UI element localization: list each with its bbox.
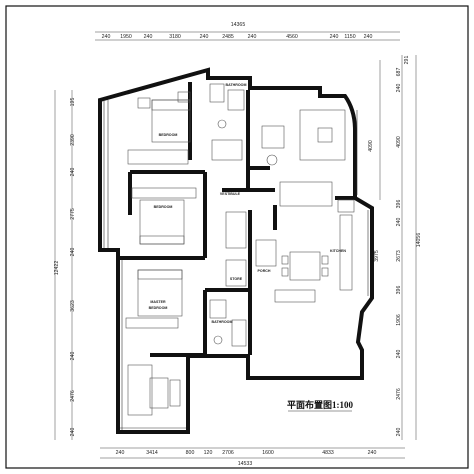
left-dim-8: 2476 [70,390,76,402]
room-label-store: STORE [230,277,243,281]
room-label-bathroom-top: BATHROOM [226,83,247,87]
top-dim-1: 240 [102,34,111,40]
right-dim-8: 396 [396,286,402,295]
right-dim-5: 396 [396,200,402,209]
bottom-dim-2: 3414 [146,450,158,456]
inner-dim-1: 4090 [368,140,374,152]
right-dim-2: 291 [404,56,410,65]
room-label-vestibule: VESTIBULE [220,192,241,196]
bottom-dimensions: 240 3414 800 120 2706 1600 4833 240 1453… [116,450,377,467]
top-dim-2: 1950 [120,34,132,40]
room-label-bathroom-bottom: BATHROOM [212,320,233,324]
furniture [125,83,355,416]
right-dim-6: 240 [396,218,402,227]
left-dim-6: 3623 [70,300,76,312]
inner-dim-2: 3975 [374,250,380,262]
top-dim-11: 240 [364,34,373,40]
room-label-kitchen: KITCHEN [330,249,346,253]
bottom-dim-7: 4833 [322,450,334,456]
left-total-dim: 12422 [54,261,60,276]
plan-caption: 平面布置图1:100 [287,399,353,410]
left-dim-9: 240 [70,428,76,437]
bottom-total-dim: 14533 [238,461,253,467]
top-dim-5: 240 [200,34,209,40]
right-dim-11: 2476 [396,388,402,400]
bottom-dim-8: 240 [368,450,377,456]
bottom-dim-4: 120 [204,450,213,456]
room-labels: BEDROOM BATHROOM VESTIBULE BEDROOM MASTE… [149,83,347,324]
right-dim-12: 240 [396,428,402,437]
dimension-lines [54,31,417,459]
left-dim-2: 2390 [70,134,76,146]
exterior-walls [98,67,374,434]
room-label-bedroom-top: BEDROOM [159,133,178,137]
bottom-dim-3: 800 [186,450,195,456]
bottom-dim-6: 1600 [262,450,274,456]
bottom-dim-1: 240 [116,450,125,456]
left-dimensions: 12422 195 2390 240 2775 240 3623 240 247… [54,98,76,437]
room-label-master-line1: MASTER [150,300,166,304]
room-label-master-line2: BEDROOM [149,306,168,310]
top-dim-9: 240 [330,34,339,40]
right-dim-7: 2673 [396,250,402,262]
interior-walls [118,82,355,357]
left-dim-7: 240 [70,352,76,361]
top-dim-10: 1150 [344,34,355,40]
right-dim-1: 687 [396,68,402,77]
top-dim-4: 3180 [169,34,181,40]
top-dim-3: 240 [144,34,153,40]
window-lines [103,100,369,430]
right-dim-9: 1906 [396,314,402,326]
left-dim-1: 195 [70,98,76,107]
top-dim-7: 240 [248,34,257,40]
drawing-frame [5,5,469,469]
top-dimensions: 14365 240 1950 240 3180 240 2485 240 456… [102,22,373,40]
right-dim-4: 4090 [396,136,402,148]
left-dim-4: 2775 [70,208,76,220]
right-dim-10: 240 [396,350,402,359]
room-label-bedroom-mid: BEDROOM [154,205,173,209]
top-total-dim: 14365 [231,22,246,28]
right-total-dim: 14056 [416,233,422,248]
right-dimensions: 687 291 240 4090 396 240 2673 396 1906 2… [368,56,422,437]
right-dim-3: 240 [396,84,402,93]
room-label-porch: PORCH [258,269,271,273]
bottom-dim-5: 2706 [222,450,234,456]
top-dim-8: 4560 [286,34,298,40]
left-dim-5: 240 [70,248,76,257]
left-dim-3: 240 [70,168,76,177]
top-dim-6: 2485 [222,34,234,40]
